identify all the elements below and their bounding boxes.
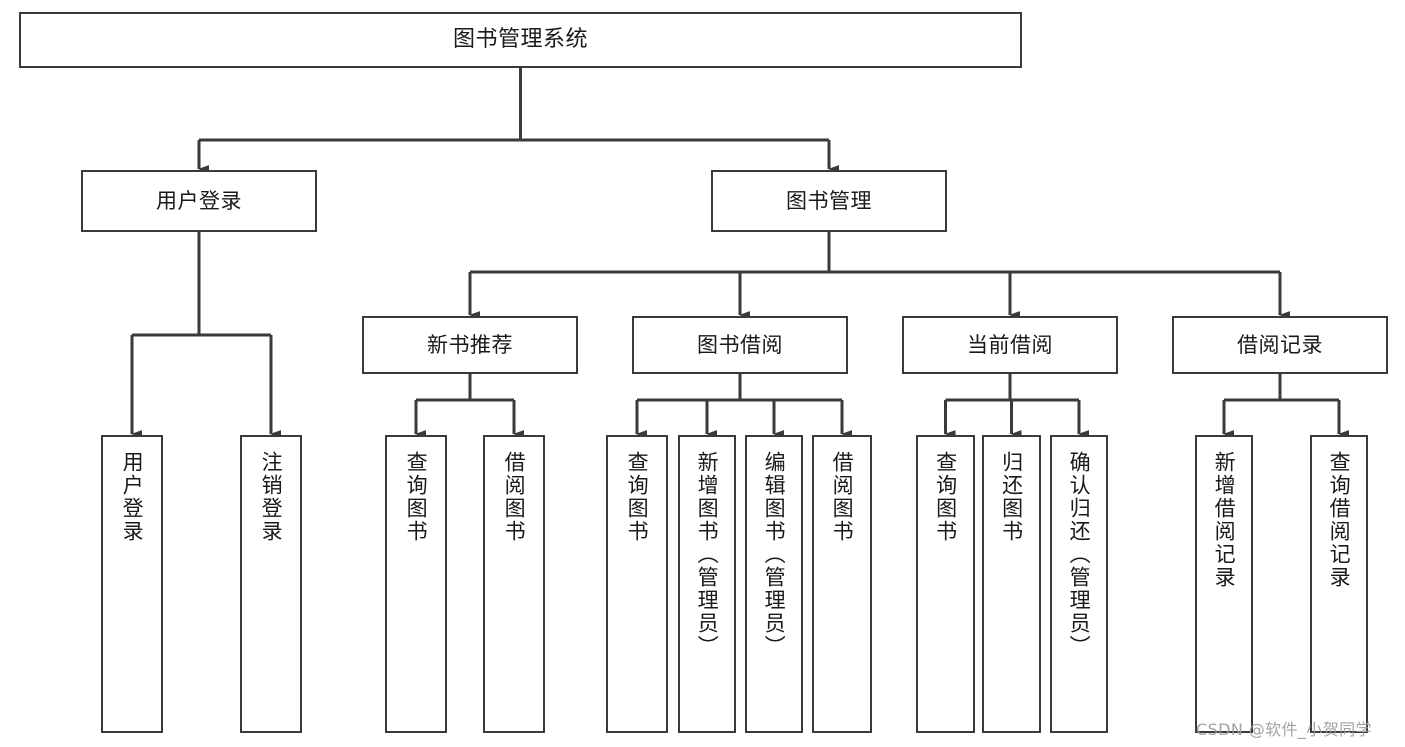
node-label: 注销登录 xyxy=(259,451,284,543)
node-label: 图书管理系统 xyxy=(452,27,588,53)
node-records[interactable]: 借阅记录 xyxy=(1172,316,1388,374)
node-label: 用户登录 xyxy=(156,188,242,213)
node-label: 查询图书 xyxy=(404,451,429,543)
node-current[interactable]: 当前借阅 xyxy=(902,316,1118,374)
watermark: CSDN @软件_小贺同学 xyxy=(1196,720,1372,739)
node-leaf-new-1[interactable]: 查询图书 xyxy=(385,435,447,733)
node-label: 归还图书 xyxy=(999,451,1024,543)
node-label: 图书管理 xyxy=(786,188,872,213)
node-leaf-borrow-3[interactable]: 编辑图书（管理员） xyxy=(745,435,803,733)
node-label: 查询借阅记录 xyxy=(1327,451,1352,589)
node-label: 借阅图书 xyxy=(830,451,855,543)
edges xyxy=(130,68,1349,438)
node-leaf-borrow-4[interactable]: 借阅图书 xyxy=(812,435,872,733)
node-leaf-cur-1[interactable]: 查询图书 xyxy=(916,435,975,733)
node-leaf-cur-2[interactable]: 归还图书 xyxy=(982,435,1041,733)
node-leaf-cur-3[interactable]: 确认归还（管理员） xyxy=(1050,435,1108,733)
node-label: 编辑图书（管理员） xyxy=(762,451,787,658)
node-label: 新增图书（管理员） xyxy=(695,451,720,658)
node-newbook[interactable]: 新书推荐 xyxy=(362,316,578,374)
node-label: 确认归还（管理员） xyxy=(1067,451,1092,658)
node-label: 借阅图书 xyxy=(502,451,527,543)
node-leaf-rec-2[interactable]: 查询借阅记录 xyxy=(1310,435,1368,733)
node-label: 借阅记录 xyxy=(1237,332,1323,357)
node-label: 用户登录 xyxy=(120,451,145,543)
node-leaf-rec-1[interactable]: 新增借阅记录 xyxy=(1195,435,1253,733)
node-bookmgmt[interactable]: 图书管理 xyxy=(711,170,947,232)
node-root[interactable]: 图书管理系统 xyxy=(19,12,1022,68)
node-label: 查询图书 xyxy=(933,451,958,543)
node-leaf-login-2[interactable]: 注销登录 xyxy=(240,435,302,733)
node-login[interactable]: 用户登录 xyxy=(81,170,317,232)
node-leaf-borrow-2[interactable]: 新增图书（管理员） xyxy=(678,435,736,733)
node-label: 新书推荐 xyxy=(427,332,513,357)
node-leaf-new-2[interactable]: 借阅图书 xyxy=(483,435,545,733)
node-leaf-login-1[interactable]: 用户登录 xyxy=(101,435,163,733)
node-label: 图书借阅 xyxy=(697,332,783,357)
node-label: 查询图书 xyxy=(625,451,650,543)
node-label: 当前借阅 xyxy=(967,332,1053,357)
node-label: 新增借阅记录 xyxy=(1212,451,1237,589)
node-borrow[interactable]: 图书借阅 xyxy=(632,316,848,374)
node-leaf-borrow-1[interactable]: 查询图书 xyxy=(606,435,668,733)
